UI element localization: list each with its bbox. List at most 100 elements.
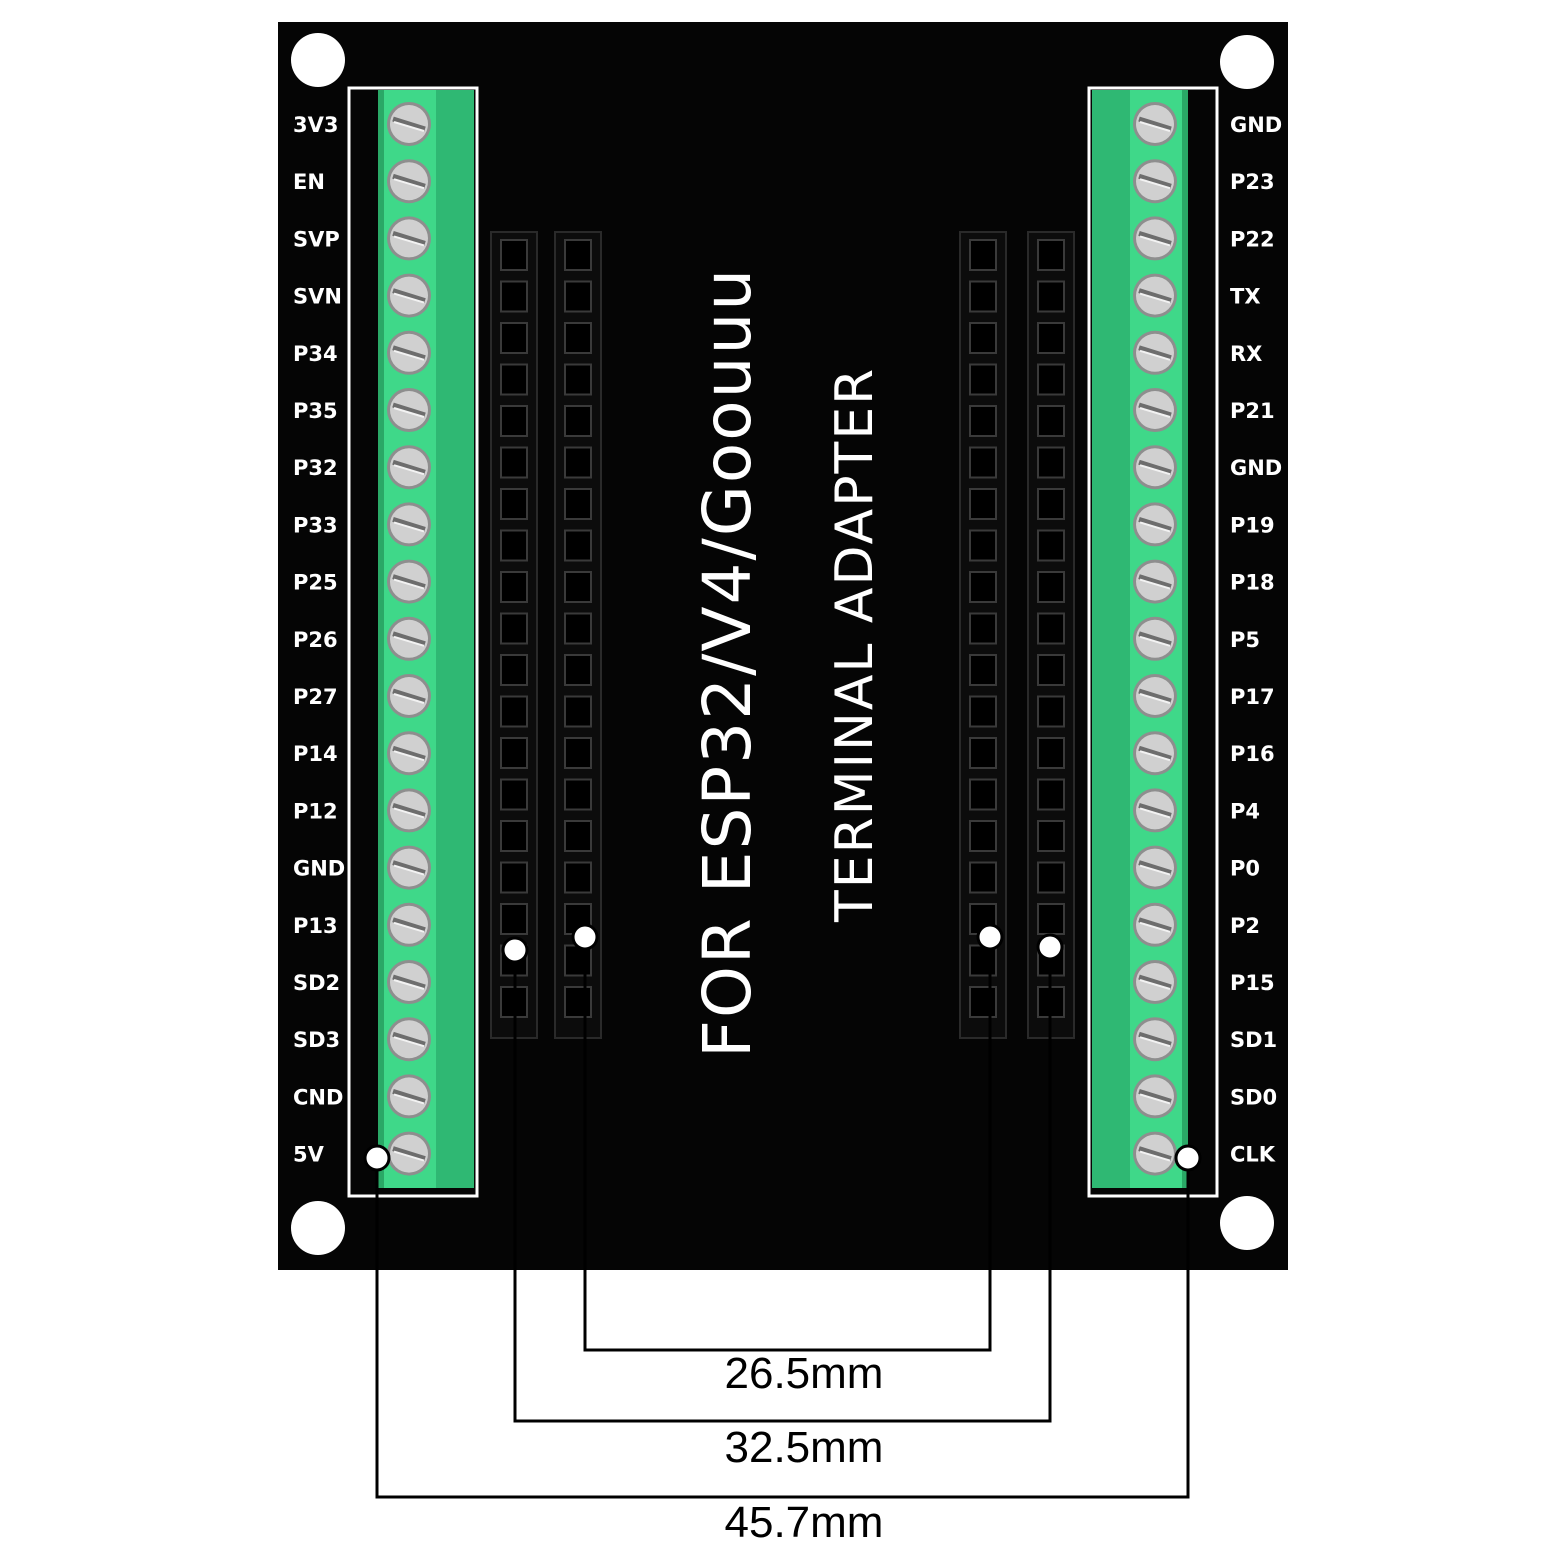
- mounting-hole-top-right: [1220, 35, 1274, 89]
- pin-label-right: SD1: [1230, 1028, 1277, 1052]
- pin-label-right: RX: [1230, 342, 1262, 366]
- screw-icon: [387, 388, 431, 432]
- right-terminal-block: [1092, 90, 1188, 1188]
- pin-label-right: P16: [1230, 742, 1275, 766]
- pin-label-right: P23: [1230, 170, 1275, 194]
- dimension-line-45-7: [375, 1158, 1190, 1499]
- screw-icon: [387, 102, 431, 146]
- pin-label-right: GND: [1230, 456, 1282, 480]
- board-title: FOR ESP32/V4/Goouuu: [689, 267, 766, 1058]
- screw-icon: [1133, 159, 1177, 204]
- pin-label-left: P32: [293, 456, 338, 480]
- dimension-line-32-5: [513, 947, 1052, 1423]
- ref-dot-left-header-inner: [571, 923, 599, 951]
- pin-label-right: P15: [1230, 971, 1275, 995]
- pin-label-left: P27: [293, 685, 338, 709]
- pin-label-right: CLK: [1230, 1143, 1276, 1167]
- dimension-line-26-5: [583, 937, 992, 1352]
- pin-label-left: P35: [293, 399, 338, 423]
- screw-icon: [1133, 502, 1177, 547]
- pin-label-right: SD0: [1230, 1085, 1277, 1109]
- pin-label-left: 3V3: [293, 113, 338, 137]
- right-pin-labels: GNDP23P22TXRXP21GNDP19P18P5P17P16P4P0P2P…: [1230, 113, 1282, 1167]
- pin-label-left: P25: [293, 571, 338, 595]
- pin-label-left: CND: [293, 1085, 343, 1109]
- screw-icon: [387, 960, 431, 1004]
- pin-label-left: P14: [293, 742, 338, 766]
- pin-label-right: TX: [1230, 285, 1261, 309]
- screw-icon: [1133, 273, 1177, 318]
- screw-icon: [387, 273, 431, 318]
- ref-dot-left-header-outer: [501, 936, 529, 964]
- header-column: [1027, 231, 1075, 1039]
- pin-label-left: P13: [293, 914, 338, 938]
- pin-label-right: P4: [1230, 799, 1260, 823]
- header-column: [959, 231, 1007, 1039]
- screw-icon: [387, 502, 431, 547]
- ref-dot-left-outer: [363, 1144, 391, 1172]
- screw-icon: [387, 559, 431, 604]
- board-subtitle: TERMINAL ADAPTER: [825, 367, 885, 923]
- screw-icon: [1133, 559, 1177, 604]
- left-block-outline: [347, 86, 479, 1198]
- screw-icon: [1133, 788, 1177, 833]
- screw-icon: [1133, 216, 1177, 261]
- screw-icon: [387, 845, 431, 890]
- mounting-hole-bottom-right: [1220, 1196, 1274, 1250]
- screw-icon: [387, 788, 431, 833]
- screw-icon: [387, 674, 431, 718]
- ref-dot-right-header-outer: [1036, 933, 1064, 961]
- left-terminal-block: [378, 90, 474, 1188]
- pin-label-right: P22: [1230, 227, 1275, 251]
- screw-icon: [387, 1017, 431, 1062]
- pin-label-right: GND: [1230, 113, 1282, 137]
- screw-icon: [1133, 1017, 1177, 1062]
- screw-icon: [387, 216, 431, 261]
- screw-icon: [1133, 445, 1177, 490]
- pin-label-left: EN: [293, 170, 325, 194]
- header-column: [490, 231, 538, 1039]
- mounting-hole-bottom-left: [291, 1201, 345, 1255]
- screw-icon: [387, 902, 431, 947]
- screw-icon: [1133, 330, 1177, 375]
- pin-label-left: P34: [293, 342, 338, 366]
- screw-icon: [1133, 1131, 1177, 1176]
- screw-icon: [387, 330, 431, 375]
- ref-dot-right-header-inner: [976, 923, 1004, 951]
- pin-label-left: P12: [293, 799, 338, 823]
- pin-label-right: P17: [1230, 685, 1275, 709]
- screw-icon: [1133, 102, 1177, 146]
- screw-icon: [1133, 674, 1177, 718]
- mounting-hole-top-left: [291, 33, 345, 87]
- screw-icon: [387, 1074, 431, 1119]
- right-block-outline: [1087, 86, 1219, 1198]
- screw-icon: [387, 616, 431, 661]
- pin-label-left: P26: [293, 628, 338, 652]
- dimension-label-26-5: 26.5mm: [725, 1349, 884, 1398]
- pin-label-left: GND: [293, 857, 345, 881]
- screw-icon: [1133, 1074, 1177, 1119]
- pin-label-left: SD2: [293, 971, 340, 995]
- pin-label-right: P18: [1230, 571, 1275, 595]
- screw-icon: [387, 445, 431, 490]
- pin-label-left: SD3: [293, 1028, 340, 1052]
- pin-label-left: SVN: [293, 285, 342, 309]
- screw-icon: [1133, 960, 1177, 1004]
- pin-label-right: P21: [1230, 399, 1275, 423]
- screw-icon: [1133, 902, 1177, 947]
- pin-label-right: P2: [1230, 914, 1260, 938]
- dimension-label-32-5: 32.5mm: [725, 1423, 884, 1472]
- pin-label-left: SVP: [293, 227, 340, 251]
- screw-icon: [1133, 388, 1177, 432]
- screw-icon: [1133, 731, 1177, 776]
- header-column: [554, 231, 602, 1039]
- screw-icon: [387, 159, 431, 204]
- dimension-lines: [375, 937, 1190, 1499]
- screw-icon: [387, 731, 431, 776]
- pin-label-right: P0: [1230, 857, 1260, 881]
- screw-icon: [1133, 845, 1177, 890]
- dimension-label-45-7: 45.7mm: [725, 1498, 884, 1547]
- pin-label-right: P19: [1230, 513, 1275, 537]
- mounting-holes: [291, 33, 1274, 1255]
